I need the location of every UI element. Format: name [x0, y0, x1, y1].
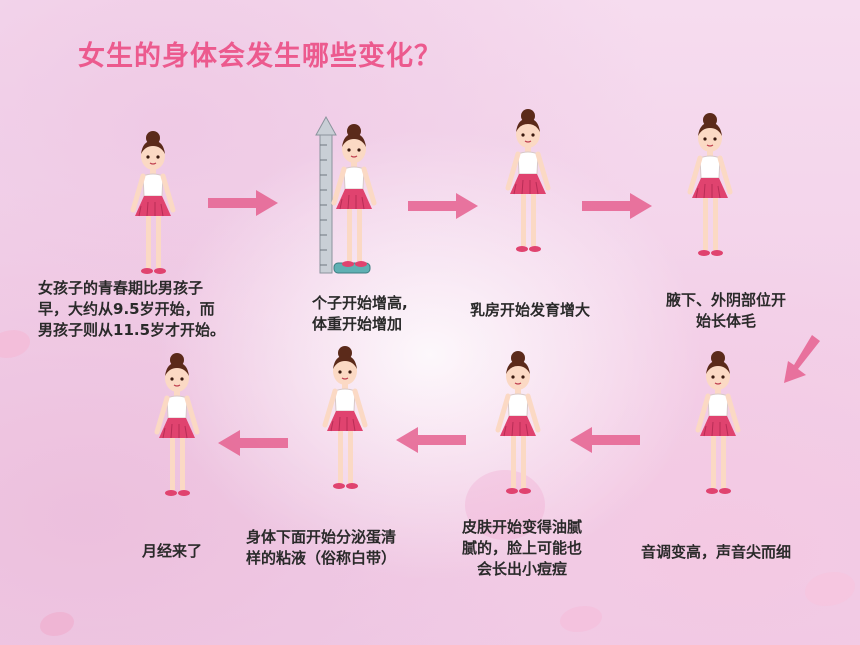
- step-caption: 腋下、外阴部位开 始长体毛: [666, 290, 786, 332]
- caption-line: 身体下面开始分泌蛋清: [246, 528, 397, 546]
- caption-line: 体重开始增加: [312, 315, 403, 333]
- caption-line: 月经来了: [142, 542, 203, 560]
- caption-line: 女孩子的青春期比男孩子: [38, 279, 204, 297]
- petal-decoration: [805, 572, 855, 606]
- step-caption: 女孩子的青春期比男孩子 早，大约从9.5岁开始，而 男孩子则从11.5岁才开始。: [38, 278, 225, 341]
- step-caption: 乳房开始发育增大: [470, 300, 590, 321]
- step-caption: 个子开始增高, 体重开始增加: [312, 293, 408, 335]
- arrow-right-icon: [582, 193, 652, 219]
- girl-figure: [478, 350, 558, 500]
- arrow-right-icon: [208, 190, 278, 216]
- caption-line: 个子开始增高,: [312, 294, 408, 312]
- girl-figure: [488, 108, 568, 258]
- girl-figure: [670, 112, 750, 262]
- petal-decoration: [40, 612, 74, 636]
- caption-line: 早，大约从9.5岁开始，而: [38, 300, 215, 318]
- step-caption: 音调变高，声音尖而细: [641, 542, 791, 563]
- girl-figure-height-scale: [315, 115, 402, 274]
- arrow-right-icon: [408, 193, 478, 219]
- arrow-down-left-icon: [784, 335, 820, 383]
- arrow-left-icon: [396, 427, 466, 453]
- caption-line: 腋下、外阴部位开: [666, 291, 787, 309]
- caption-line: 皮肤开始变得油腻: [462, 518, 583, 536]
- page-title: 女生的身体会发生哪些变化？: [78, 41, 442, 72]
- caption-line: 男孩子则从11.5岁才开始。: [38, 321, 226, 339]
- caption-line: 样的粘液（俗称白带）: [246, 549, 397, 567]
- girl-figure: [113, 130, 193, 280]
- caption-line: 始长体毛: [696, 312, 757, 330]
- girl-figure: [137, 352, 217, 502]
- caption-line: 腻的，脸上可能也: [462, 539, 583, 557]
- arrow-left-icon: [570, 427, 640, 453]
- petal-decoration: [560, 606, 602, 632]
- petal-decoration: [465, 470, 545, 540]
- girl-figure: [678, 350, 758, 500]
- step-caption: 月经来了: [142, 541, 202, 562]
- arrow-left-icon: [218, 430, 288, 456]
- caption-line: 乳房开始发育增大: [470, 301, 591, 319]
- caption-line: 音调变高，声音尖而细: [641, 543, 792, 561]
- step-caption: 皮肤开始变得油腻 腻的，脸上可能也 会长出小痘痘: [462, 517, 582, 580]
- caption-line: 会长出小痘痘: [477, 560, 568, 578]
- step-caption: 身体下面开始分泌蛋清 样的粘液（俗称白带）: [246, 527, 396, 569]
- girl-figure: [305, 345, 385, 495]
- petal-decoration: [0, 330, 30, 358]
